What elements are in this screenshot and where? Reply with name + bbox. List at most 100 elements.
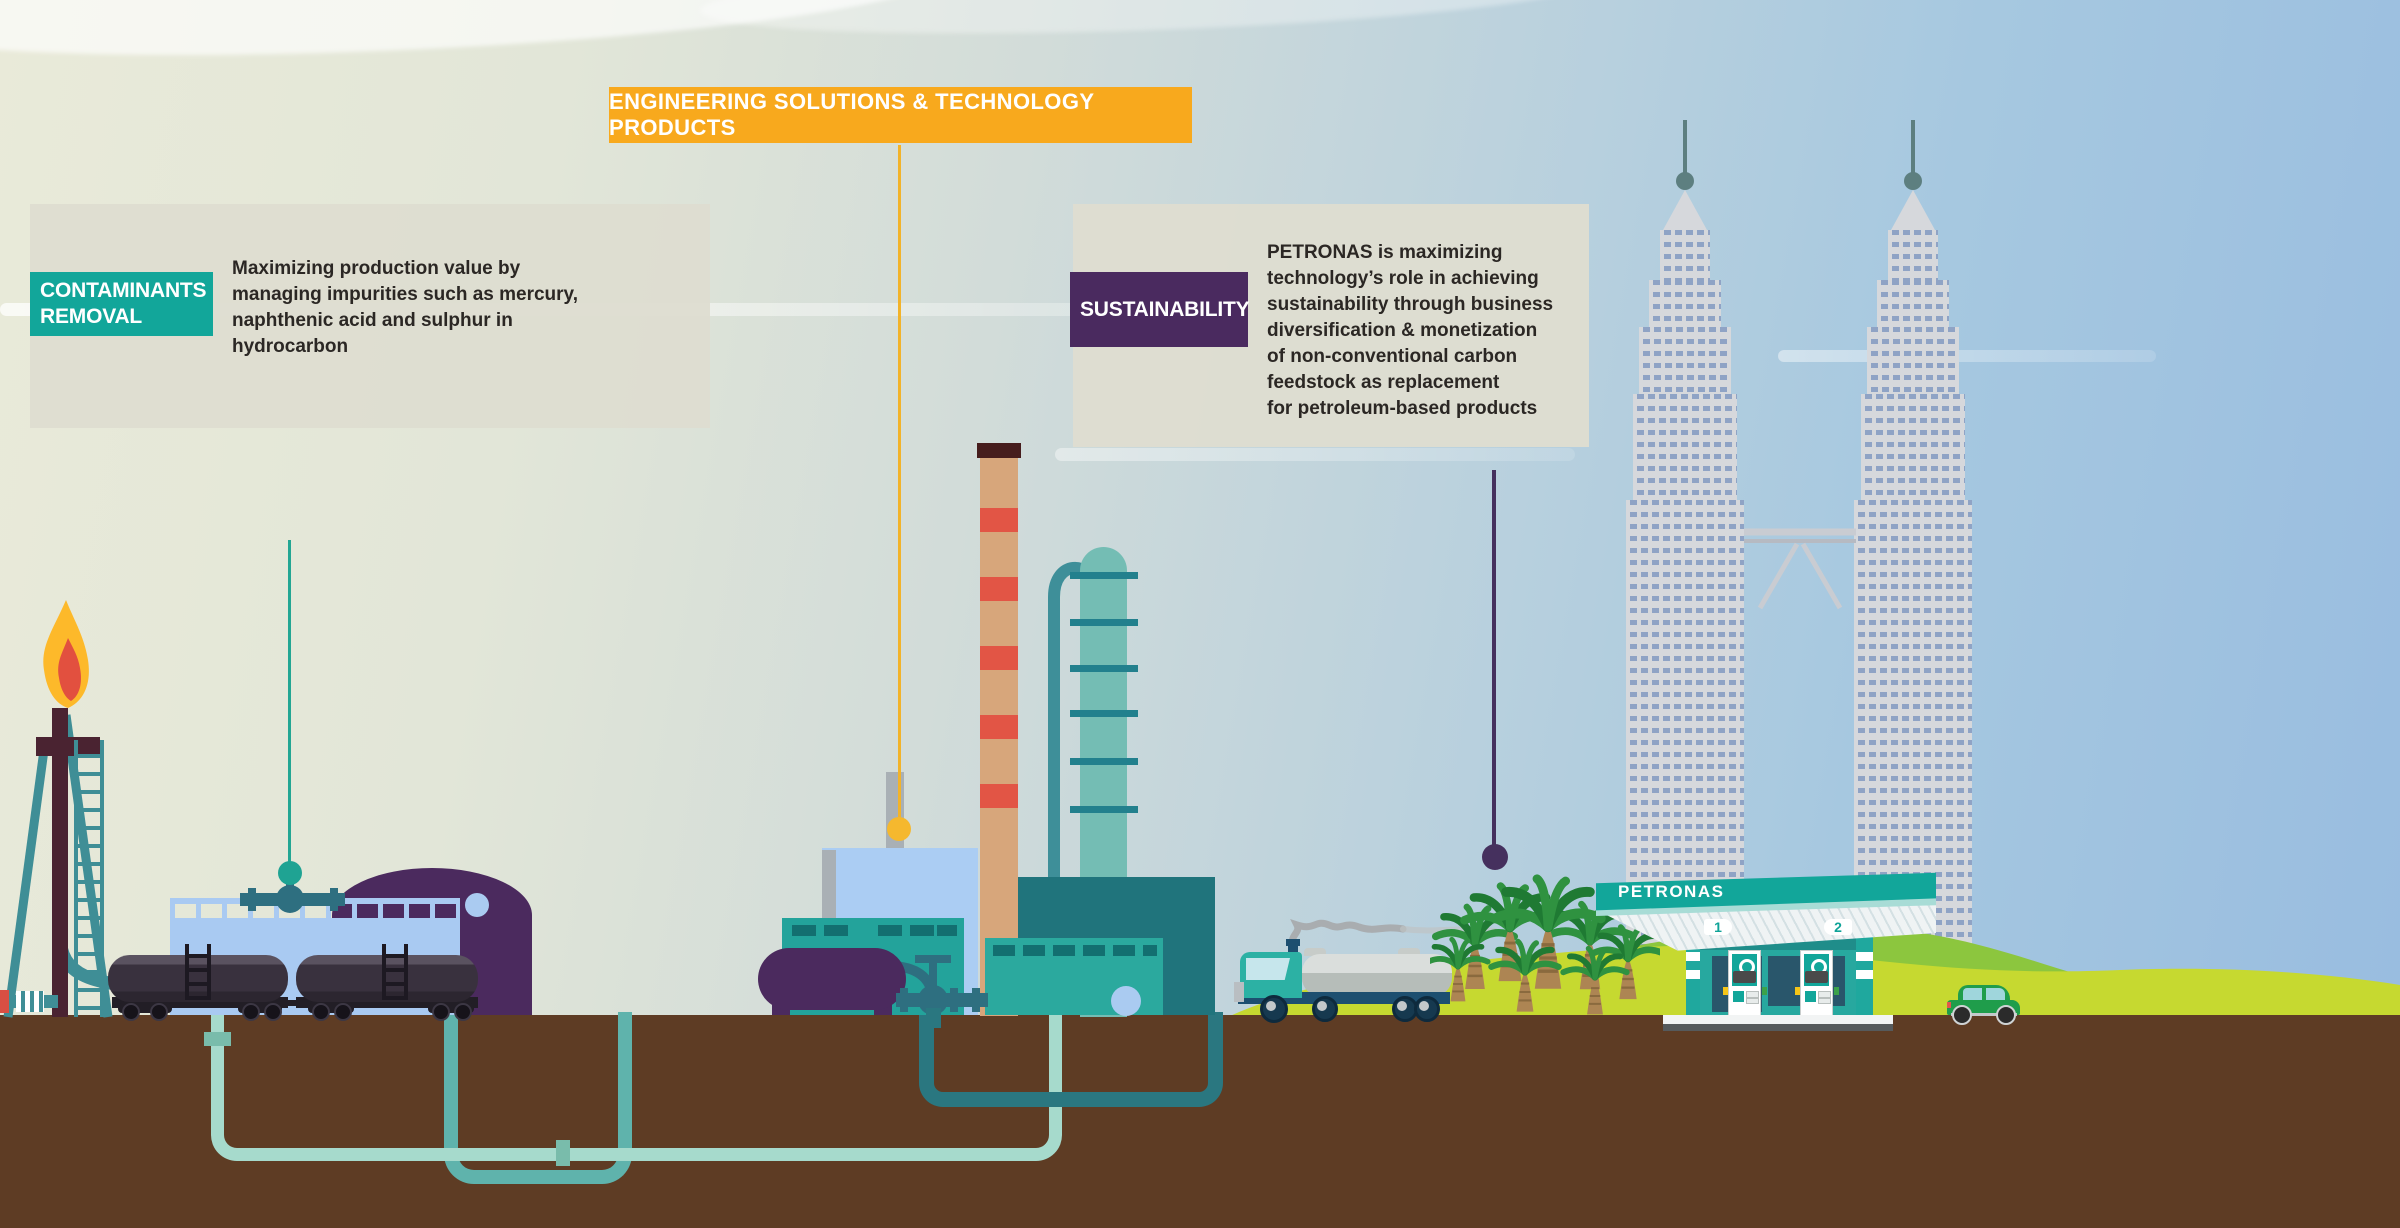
pump-number: 2 xyxy=(1834,919,1842,935)
pump-number-tag: 1 xyxy=(1704,919,1732,935)
railing-posts xyxy=(170,902,460,920)
flatcar xyxy=(112,997,288,1008)
tank-manhole xyxy=(1304,948,1326,956)
contaminants-tag: CONTAMINANTS REMOVAL xyxy=(30,272,213,336)
exhaust-cap xyxy=(1286,939,1300,946)
tanker-ladder xyxy=(185,944,211,1000)
fuel-pump-icon xyxy=(1723,950,1767,1017)
station-sign-text: PETRONAS xyxy=(1618,882,1725,901)
wheel-hub xyxy=(1419,1001,1429,1011)
tower-spire-ball xyxy=(1904,172,1922,190)
bogie xyxy=(238,1003,282,1013)
cloud-streak xyxy=(1055,448,1575,461)
chimney-stripe xyxy=(980,715,1018,739)
vent-stack-icon xyxy=(822,850,836,920)
train-wheel xyxy=(242,1003,260,1021)
flame-icon xyxy=(43,600,89,708)
pipe-flange xyxy=(900,988,908,1012)
leader-dot-engineering xyxy=(887,817,911,841)
truck-bumper xyxy=(1234,982,1244,1002)
chimney-cap xyxy=(977,443,1021,458)
valve-handle xyxy=(915,955,951,963)
valve-down-pipe xyxy=(926,1008,941,1028)
column-platform xyxy=(1070,806,1138,813)
refinery-building-teal xyxy=(985,938,1163,1016)
title-banner: ENGINEERING SOLUTIONS & TECHNOLOGY PRODU… xyxy=(609,87,1192,143)
pipe-coupling xyxy=(16,991,44,1012)
bogie xyxy=(118,1003,172,1013)
car-window xyxy=(1986,988,2005,1000)
chimney-stripe xyxy=(980,577,1018,601)
coupler xyxy=(286,1000,298,1006)
platform-base xyxy=(1663,1024,1893,1031)
car-taillight xyxy=(1947,1002,1951,1008)
car-wheel xyxy=(1996,1005,2016,1025)
column-platform xyxy=(1070,619,1138,626)
pipe-flange xyxy=(248,888,256,911)
column-platform xyxy=(1070,665,1138,672)
train-wheel xyxy=(150,1003,168,1021)
column-platform xyxy=(1070,710,1138,717)
underground-pipe xyxy=(444,1012,632,1184)
wheel-hub xyxy=(1397,1001,1407,1011)
underground-pipe xyxy=(211,1012,1062,1161)
valve-icon xyxy=(276,885,304,913)
pipe-flange xyxy=(950,988,958,1012)
valve-stem xyxy=(929,962,937,990)
wheel-hub xyxy=(1266,1001,1276,1011)
train-wheel xyxy=(122,1003,140,1021)
sustainability-tag: SUSTAINABILITY xyxy=(1070,272,1250,347)
sustainability-panel: PETRONAS is maximizing technology’s role… xyxy=(1073,204,1589,447)
pump-number-tag: 2 xyxy=(1824,919,1852,935)
porthole-window xyxy=(465,893,489,917)
cloud-streak xyxy=(1778,350,2156,362)
chimney-stripe xyxy=(980,508,1018,532)
flare-ladder xyxy=(74,740,104,1017)
tower-tier xyxy=(1888,230,1938,280)
fuel-pump-icon xyxy=(1795,950,1839,1017)
pipe-flange xyxy=(972,988,980,1012)
tower-spire-ball xyxy=(1676,172,1694,190)
tower-tier xyxy=(1861,394,1965,500)
contaminants-tag-text: CONTAMINANTS REMOVAL xyxy=(40,279,207,328)
pipe-flange xyxy=(330,888,338,911)
train-wheel xyxy=(312,1003,330,1021)
tower-tier xyxy=(1649,280,1721,327)
skybridge-icon xyxy=(1744,528,1856,610)
sustainability-body: PETRONAS is maximizing technology’s role… xyxy=(1267,242,1554,419)
tower-spire xyxy=(1683,120,1687,175)
train-wheel xyxy=(334,1003,352,1021)
wheel-hub xyxy=(1317,1001,1327,1011)
pipe-coupling xyxy=(556,1140,570,1166)
porthole-window xyxy=(1111,986,1141,1016)
tower-tier xyxy=(1633,394,1737,500)
leader-line-contaminants xyxy=(288,540,291,862)
flatcar xyxy=(296,997,478,1008)
tank-manhole xyxy=(1398,948,1420,956)
truck-tank xyxy=(1302,954,1452,996)
sustainability-tag-text: SUSTAINABILITY xyxy=(1080,297,1250,321)
car-window xyxy=(1963,988,1982,1000)
pump-number: 1 xyxy=(1714,919,1722,935)
storage-tank-icon xyxy=(758,948,906,1010)
bogie xyxy=(428,1003,474,1013)
pipe-cap xyxy=(0,990,9,1013)
ground-soil xyxy=(0,1015,2400,1228)
tower-tier xyxy=(1867,327,1959,394)
train-wheel xyxy=(432,1003,450,1021)
tanker-ladder xyxy=(382,944,408,1000)
leader-dot-contaminants xyxy=(278,861,302,885)
station-sign: PETRONAS xyxy=(1596,872,1936,911)
column-platform xyxy=(1070,758,1138,765)
title-banner-text: ENGINEERING SOLUTIONS & TECHNOLOGY PRODU… xyxy=(609,89,1095,140)
tower-tier xyxy=(1877,280,1949,327)
chimney-stripe xyxy=(980,646,1018,670)
leader-dot-sustainability xyxy=(1482,844,1508,870)
tower-spire xyxy=(1911,120,1915,175)
car-wheel xyxy=(1952,1005,1972,1025)
palm-trees-icon xyxy=(1430,855,1660,1015)
flare-pole xyxy=(52,708,68,1017)
station-platform xyxy=(1663,1015,1893,1024)
train-wheel xyxy=(264,1003,282,1021)
